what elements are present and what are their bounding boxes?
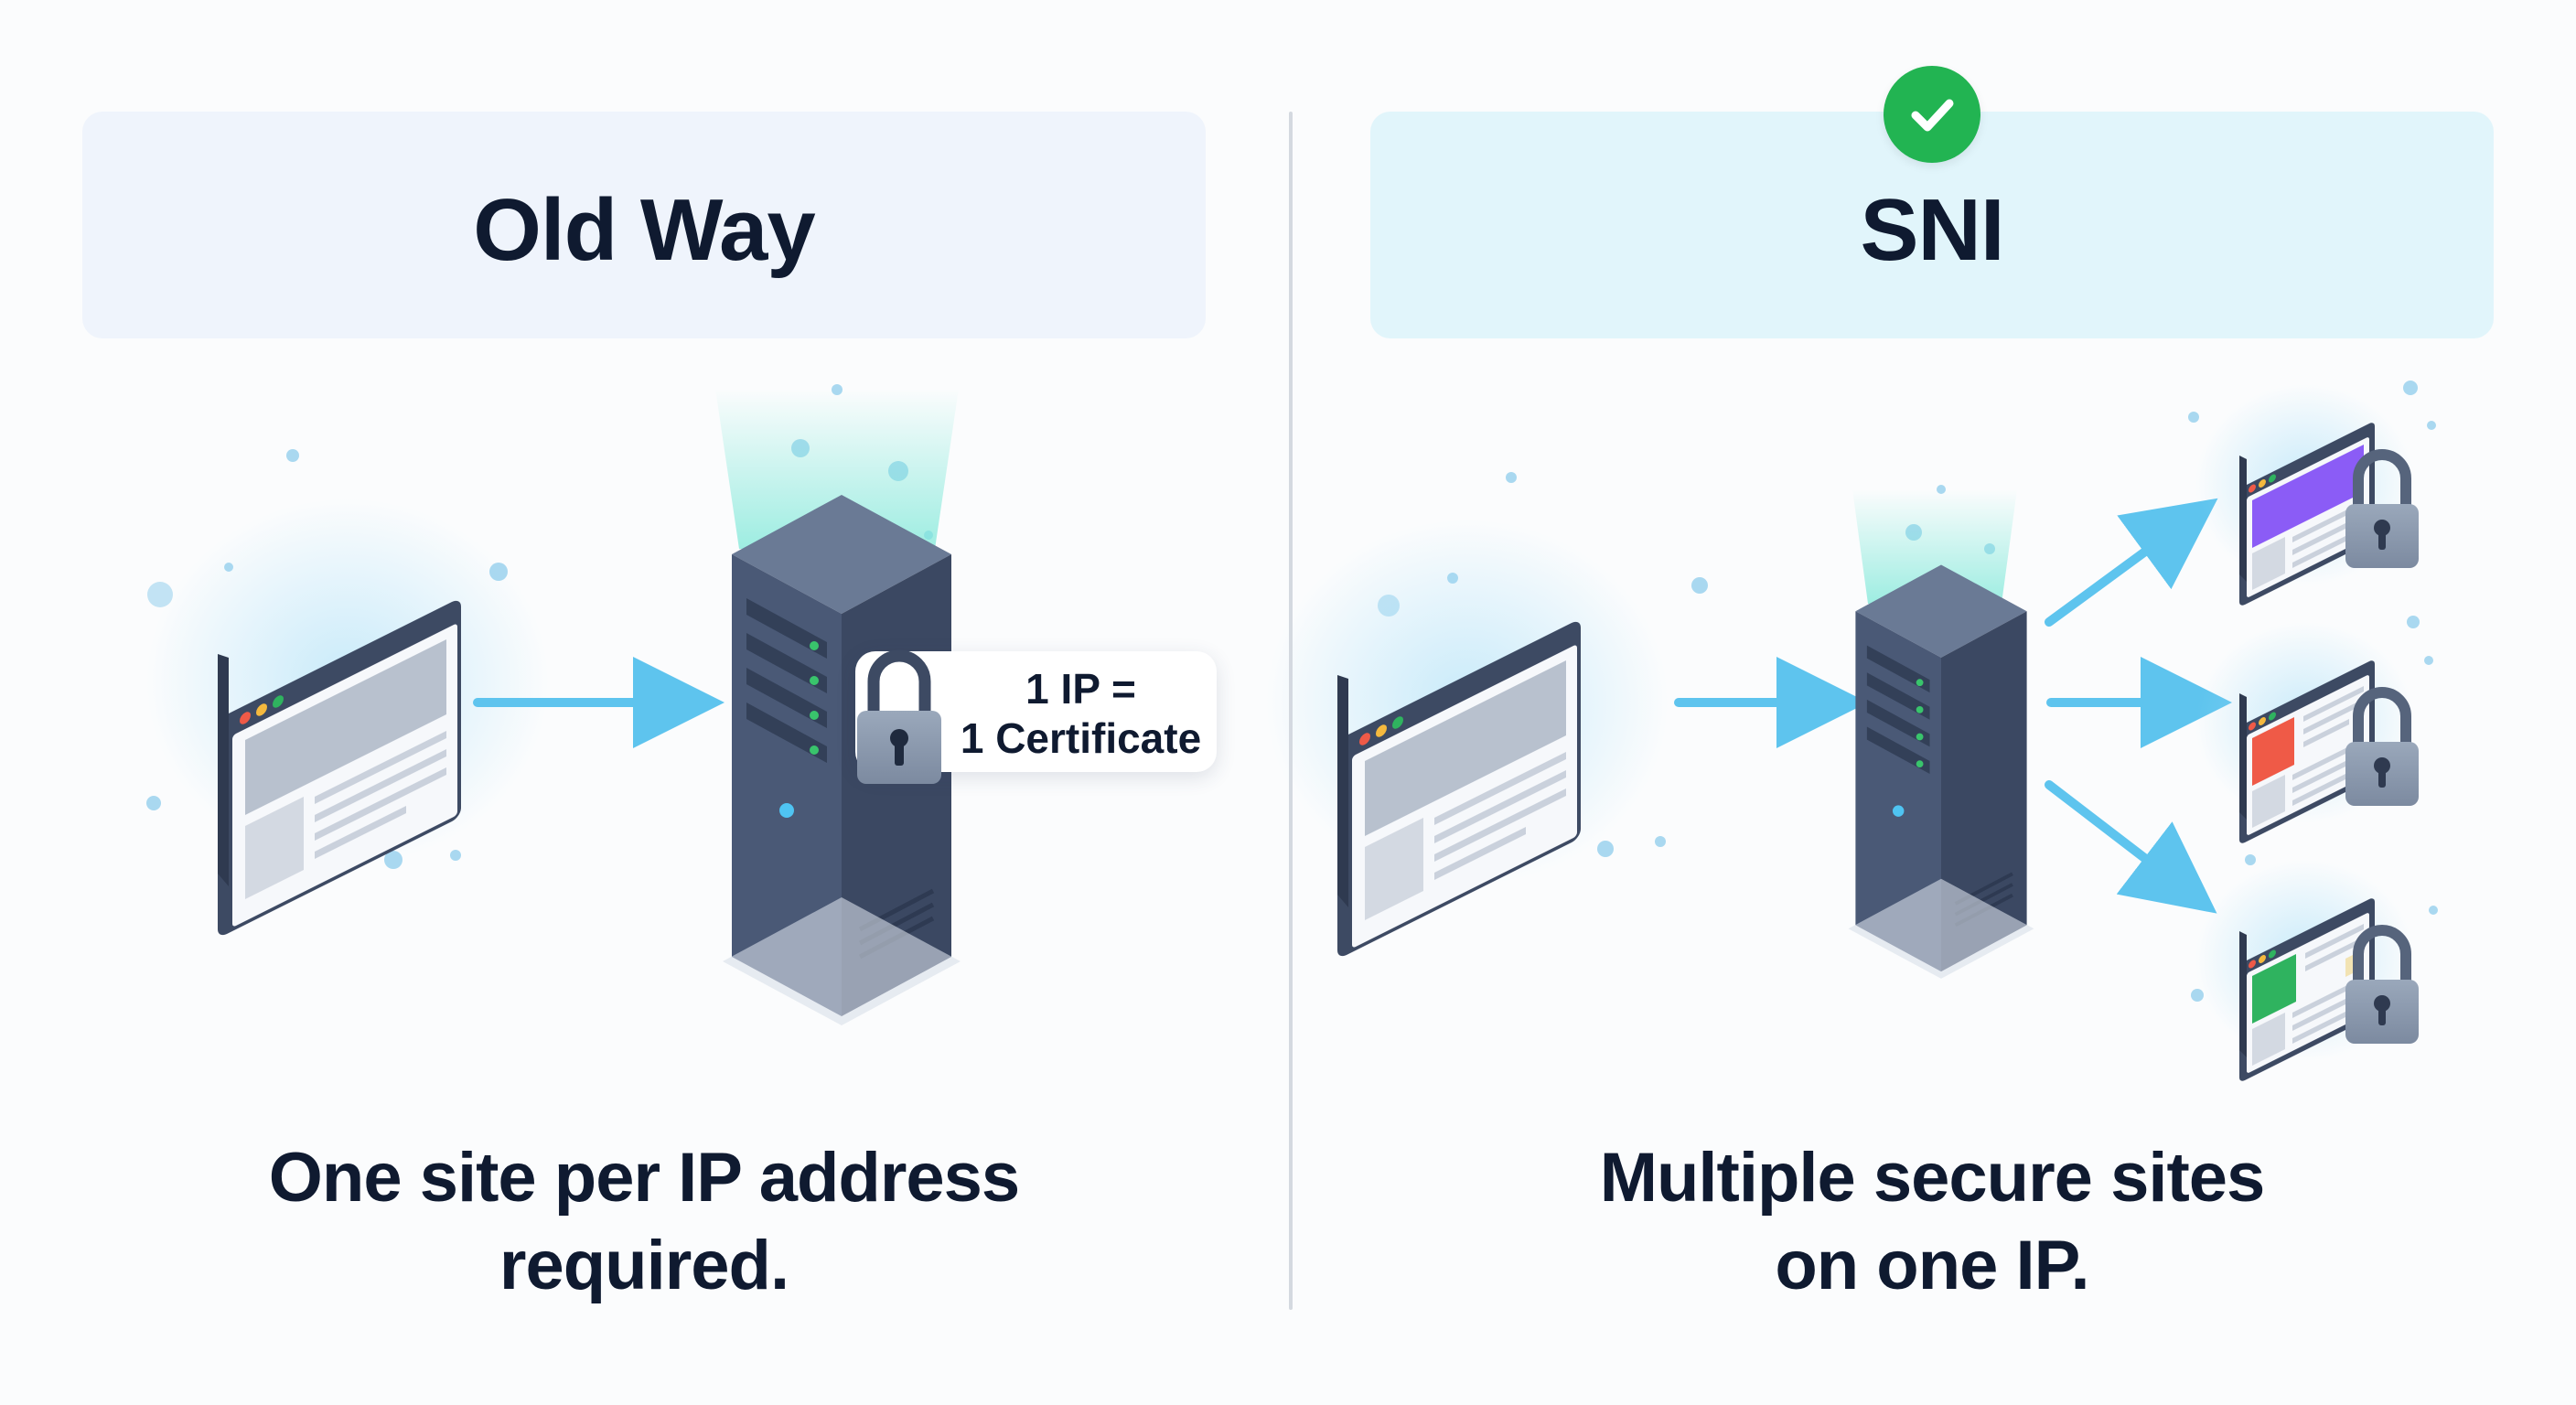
server-icon <box>1846 563 2036 981</box>
arrow-icon <box>2045 780 2217 914</box>
certificate-text: 1 IP = 1 Certificate <box>958 664 1204 763</box>
browser-window-icon <box>146 499 549 938</box>
sni-caption-line-1: Multiple secure sites <box>1599 1139 2266 1217</box>
sni-caption-line-2: on one IP. <box>1775 1227 2089 1304</box>
panel-divider <box>1289 112 1293 1310</box>
certificate-line-2: 1 Certificate <box>960 714 1202 762</box>
secure-site-green <box>2195 860 2415 1083</box>
certificate-label: 1 IP = 1 Certificate <box>855 649 1217 784</box>
browser-window-icon <box>1266 520 1669 960</box>
old-way-title: Old Way <box>473 181 815 279</box>
arrow-icon <box>2045 498 2218 627</box>
old-way-header: Old Way <box>82 112 1206 338</box>
secure-site-red <box>2195 622 2415 845</box>
sni-title: SNI <box>1860 181 2004 279</box>
old-way-caption: One site per IP address required. <box>82 1134 1206 1310</box>
sni-caption: Multiple secure sites on one IP. <box>1370 1134 2494 1310</box>
secure-site-purple <box>2195 384 2415 607</box>
certificate-line-1: 1 IP = <box>1025 665 1136 713</box>
server-beam-left <box>715 389 959 549</box>
check-icon <box>1884 66 1980 163</box>
old-way-caption-line-2: required. <box>499 1227 789 1304</box>
padlock-icon <box>857 649 941 784</box>
old-way-caption-line-1: One site per IP address <box>268 1139 1020 1217</box>
server-beam-right <box>1852 489 2017 604</box>
